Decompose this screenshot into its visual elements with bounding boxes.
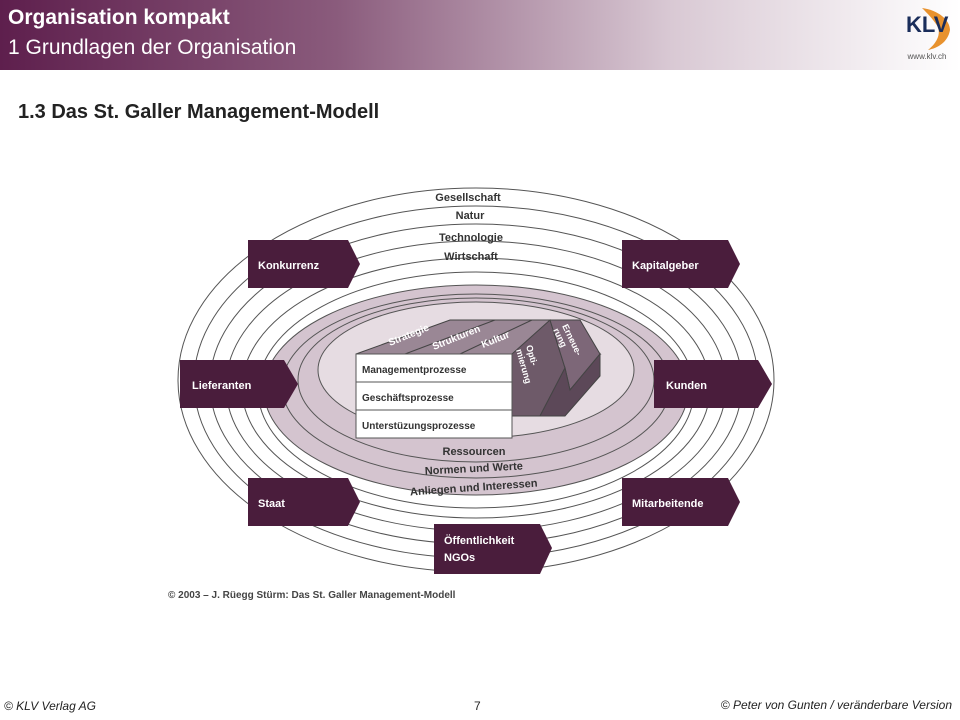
cube-side-front <box>539 352 601 417</box>
svg-text:Kapitalgeber: Kapitalgeber <box>632 260 699 272</box>
stakeholder-kapitalgeber: Kapitalgeber <box>622 240 740 288</box>
stakeholder-konkurrenz: Konkurrenz <box>248 240 360 288</box>
logo-text: KLV <box>906 12 949 37</box>
header-bar: Organisation kompakt 1 Grundlagen der Or… <box>0 0 960 70</box>
stakeholder-mitarbeitende: Mitarbeitende <box>622 478 740 526</box>
svg-text:Öffentlichkeit: Öffentlichkeit <box>444 534 515 547</box>
label-natur: Natur <box>456 210 485 222</box>
svg-text:Kunden: Kunden <box>666 380 707 392</box>
header-title: Organisation kompakt <box>8 6 230 29</box>
label-gesellschaft: Gesellschaft <box>435 192 501 204</box>
label-wirtschaft: Wirtschaft <box>444 251 498 263</box>
stakeholder-oeffentlichkeit: Öffentlichkeit NGOs <box>434 524 552 574</box>
header-subtitle: 1 Grundlagen der Organisation <box>8 36 297 59</box>
section-title: 1.3 Das St. Galler Management-Modell <box>18 101 380 123</box>
logo-url: www.klv.ch <box>907 52 947 61</box>
svg-text:NGOs: NGOs <box>444 552 475 564</box>
footer-left: © KLV Verlag AG <box>4 699 96 713</box>
stakeholder-lieferanten: Lieferanten <box>180 360 298 408</box>
stakeholder-staat: Staat <box>248 478 360 526</box>
st-galler-model-diagram: Gesellschaft Natur Technologie Wirtschaf… <box>168 187 775 601</box>
diagram-copyright: © 2003 – J. Rüegg Stürm: Das St. Galler … <box>168 590 456 601</box>
label-technologie: Technologie <box>439 232 503 244</box>
footer-page-number: 7 <box>474 699 481 713</box>
footer-right: © Peter von Gunten / veränderbare Versio… <box>720 698 952 712</box>
svg-text:Lieferanten: Lieferanten <box>192 380 252 392</box>
process-management: Managementprozesse <box>362 365 467 376</box>
process-geschaeft: Geschäftsprozesse <box>362 393 454 404</box>
process-unterstuetzung: Unterstüzungsprozesse <box>362 421 476 432</box>
svg-text:Konkurrenz: Konkurrenz <box>258 260 320 272</box>
label-ressourcen: Ressourcen <box>443 446 506 458</box>
klv-logo: KLV <box>906 8 950 50</box>
label-normen: Normen und Werte <box>424 460 523 477</box>
process-box <box>355 353 513 439</box>
svg-text:Mitarbeitende: Mitarbeitende <box>632 498 704 510</box>
svg-text:Staat: Staat <box>258 498 285 510</box>
stakeholder-kunden: Kunden <box>654 360 772 408</box>
